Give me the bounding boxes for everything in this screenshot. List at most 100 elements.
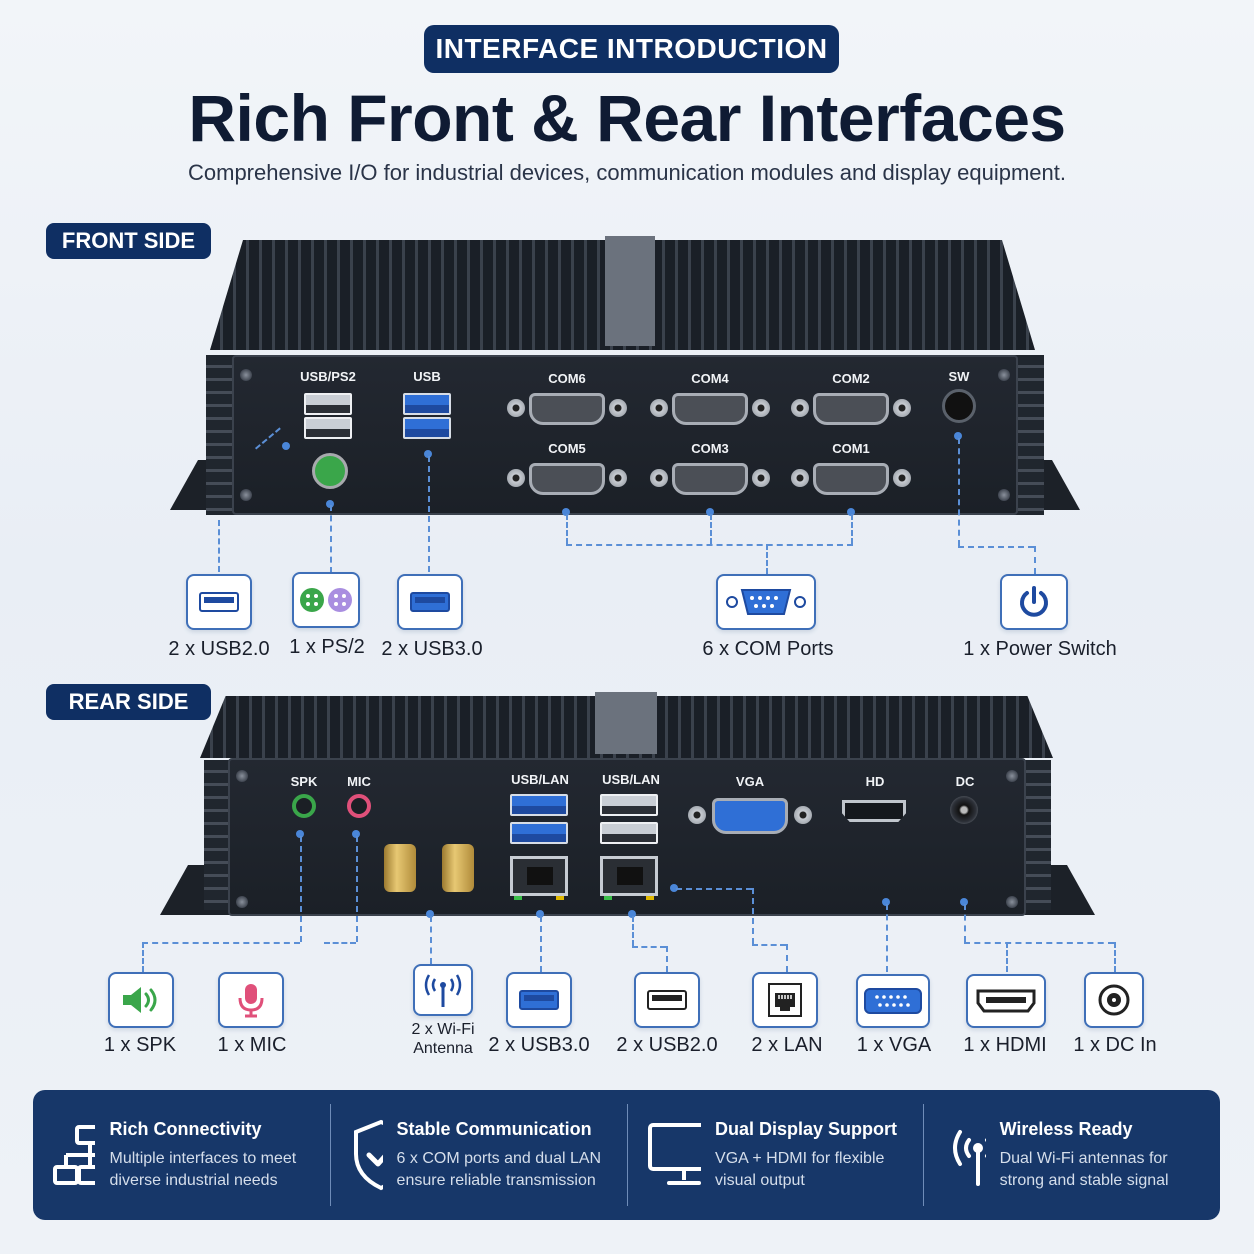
connector-dot bbox=[882, 898, 890, 906]
connector-line bbox=[300, 836, 302, 942]
connector-line bbox=[218, 520, 220, 572]
hdmi-icon-box bbox=[966, 974, 1046, 1028]
connector-line bbox=[330, 505, 332, 573]
lan-port bbox=[510, 856, 568, 896]
com-port-icon bbox=[726, 589, 806, 615]
port-label-usb-lan-1: USB/LAN bbox=[511, 772, 569, 787]
side-fins-right bbox=[1025, 760, 1051, 910]
com1-port bbox=[791, 461, 911, 497]
com-port-icon-box bbox=[716, 574, 816, 630]
vga-port bbox=[688, 796, 812, 836]
connector-line bbox=[676, 888, 752, 890]
port-label-com3: COM3 bbox=[691, 441, 729, 456]
connector-line bbox=[1034, 546, 1036, 574]
screw bbox=[1006, 770, 1018, 782]
port-label-com1: COM1 bbox=[832, 441, 870, 456]
connector-dot bbox=[706, 508, 714, 516]
microphone-icon-box bbox=[218, 972, 284, 1028]
port-label-sw: SW bbox=[948, 369, 970, 384]
network-icon bbox=[53, 1125, 96, 1185]
connector-line bbox=[752, 888, 754, 944]
connector-line bbox=[428, 456, 430, 572]
ps2-port bbox=[312, 453, 348, 489]
usb3-icon-box bbox=[397, 574, 463, 630]
feature-desc: Dual Wi-Fi antennas for strong and stabl… bbox=[999, 1149, 1169, 1189]
usb2-icon-box bbox=[634, 972, 700, 1028]
com5-port bbox=[507, 461, 627, 497]
connector-line bbox=[632, 916, 634, 946]
connector-line bbox=[1006, 942, 1008, 972]
screw bbox=[236, 770, 248, 782]
connector-line bbox=[710, 514, 712, 544]
shield-check-icon bbox=[353, 1119, 383, 1191]
vga-icon-box bbox=[856, 974, 930, 1028]
lan-led bbox=[646, 896, 654, 900]
port-label-hd: HD bbox=[865, 774, 885, 789]
usb3-icon bbox=[410, 592, 450, 612]
connector-line bbox=[958, 438, 960, 546]
front-side-badge: FRONT SIDE bbox=[46, 223, 211, 259]
ps2-icon-box bbox=[292, 572, 360, 628]
connector-dot bbox=[426, 910, 434, 918]
feature-desc: Multiple interfaces to meet diverse indu… bbox=[109, 1149, 297, 1189]
heatsink-center-bar bbox=[595, 692, 657, 754]
feature-desc: 6 x COM ports and dual LAN ensure reliab… bbox=[396, 1149, 602, 1189]
hdmi-icon bbox=[976, 989, 1036, 1013]
port-label-usb: USB bbox=[413, 369, 441, 384]
connector-line bbox=[1114, 942, 1116, 972]
feature-desc: VGA + HDMI for flexible visual output bbox=[715, 1149, 885, 1189]
rear-item-label: 1 x SPK bbox=[103, 1034, 177, 1056]
front-item-label: 6 x COM Ports bbox=[702, 638, 834, 660]
feature-title: Rich Connectivity bbox=[109, 1118, 262, 1139]
screw bbox=[998, 489, 1010, 501]
front-panel: USB/PS2 USB COM6 COM4 COM2 COM5 COM3 COM… bbox=[232, 355, 1018, 515]
connector-line bbox=[786, 944, 788, 972]
connector-line bbox=[752, 944, 786, 946]
side-fins-left bbox=[204, 760, 230, 910]
connector-line bbox=[356, 836, 358, 942]
dc-in-icon-box bbox=[1084, 972, 1144, 1028]
monitor-icon bbox=[647, 1123, 702, 1185]
port-label-mic: MIC bbox=[347, 774, 371, 789]
rear-item-label: 2 x Wi-Fi Antenna bbox=[411, 1021, 475, 1057]
connector-line bbox=[632, 946, 666, 948]
port-label-vga: VGA bbox=[735, 774, 765, 789]
connector-line bbox=[666, 946, 668, 972]
feature-title: Stable Communication bbox=[396, 1118, 592, 1139]
usb2-port bbox=[304, 393, 352, 415]
lan-port bbox=[600, 856, 658, 896]
usb2-port bbox=[600, 794, 658, 816]
connector-dot bbox=[326, 500, 334, 508]
connector-dot bbox=[282, 442, 290, 450]
feature-title: Wireless Ready bbox=[999, 1118, 1133, 1139]
usb3-port bbox=[510, 794, 568, 816]
connector-dot bbox=[352, 830, 360, 838]
connector-line bbox=[540, 916, 542, 972]
speaker-jack bbox=[292, 794, 316, 818]
usb2-icon bbox=[199, 592, 239, 612]
port-label-usb-ps2: USB/PS2 bbox=[300, 369, 356, 384]
heatsink-center-bar bbox=[605, 236, 655, 346]
connector-line bbox=[566, 544, 853, 546]
front-item-label: 1 x Power Switch bbox=[963, 638, 1117, 660]
wireless-icon bbox=[953, 1130, 986, 1186]
connector-line bbox=[324, 942, 356, 944]
lan-led bbox=[514, 896, 522, 900]
screw bbox=[1006, 896, 1018, 908]
side-fins-left bbox=[206, 355, 236, 515]
rear-panel: SPK MIC USB/LAN USB/LAN VGA HD DC bbox=[228, 758, 1026, 916]
usb3-icon-box bbox=[506, 972, 572, 1028]
speaker-icon-box bbox=[108, 972, 174, 1028]
connector-line bbox=[142, 942, 300, 944]
feature-item: Rich Connectivity Multiple interfaces to… bbox=[33, 1090, 330, 1220]
lan-icon bbox=[768, 983, 802, 1017]
com4-port bbox=[650, 391, 770, 427]
com2-port bbox=[791, 391, 911, 427]
page-title: Rich Front & Rear Interfaces bbox=[188, 81, 1066, 155]
usb2-icon bbox=[647, 990, 687, 1010]
connector-dot bbox=[954, 432, 962, 440]
lan-led bbox=[556, 896, 564, 900]
front-item-label: 2 x USB2.0 bbox=[168, 638, 270, 660]
header-badge: INTERFACE INTRODUCTION bbox=[424, 25, 839, 73]
usb3-port bbox=[403, 393, 451, 415]
